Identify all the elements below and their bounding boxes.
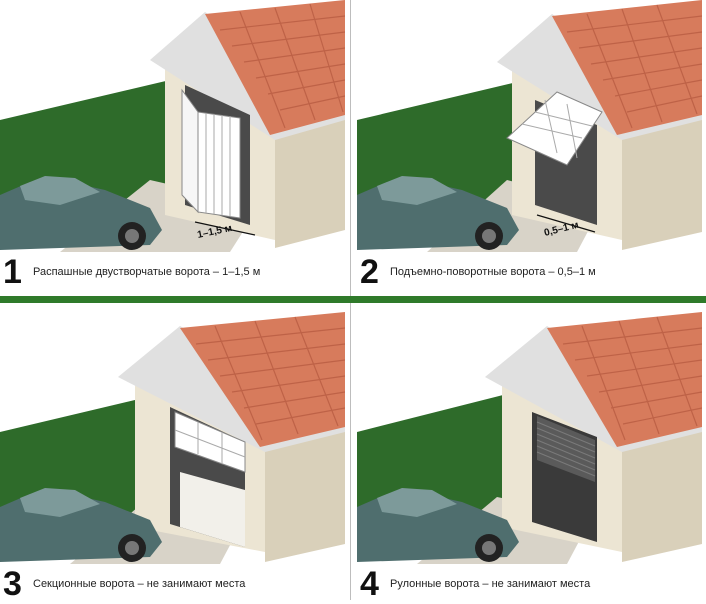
dimension-line [194, 221, 256, 236]
caption-sectional-gate: 3 Секционные ворота – не занимают места [3, 564, 245, 604]
garage-illustration-swing: 1–1,5 м [0, 0, 345, 252]
caption-roller-gate: 4 Рулонные ворота – не занимают места [360, 564, 590, 604]
panel-caption: Рулонные ворота – не занимают места [390, 578, 591, 590]
car [0, 176, 162, 250]
panel-up-and-over-gate: 0,5–1 м [357, 0, 702, 252]
panel-number: 1 [3, 253, 22, 291]
swing-double-gate-icon [197, 111, 241, 219]
garage-illustration-roller [357, 312, 702, 564]
panel-sectional-gate [0, 312, 345, 564]
roof [552, 0, 702, 135]
car [0, 488, 162, 562]
up-and-over-gate-icon [506, 91, 603, 166]
garage-side-wall [265, 430, 345, 562]
panel-number: 3 [3, 565, 22, 603]
dimension-line [536, 214, 596, 233]
garage-side-wall [275, 118, 345, 248]
roof [180, 312, 345, 447]
panel-caption: Подъемно-поворотные ворота – 0,5–1 м [390, 266, 596, 278]
caption-swing-gate: 1 Распашные двустворчатые ворота – 1–1,5… [3, 252, 260, 292]
car [357, 488, 519, 562]
roof [547, 312, 702, 447]
panel-swing-gate: 1–1,5 м [0, 0, 345, 252]
caption-up-and-over-gate: 2 Подъемно-поворотные ворота – 0,5–1 м [360, 252, 596, 292]
horizontal-divider-band [0, 296, 706, 303]
garage-side-wall [622, 430, 702, 562]
car [357, 176, 519, 250]
panel-caption: Секционные ворота – не занимают места [33, 578, 246, 590]
panel-caption: Распашные двустворчатые ворота – 1–1,5 м [33, 266, 261, 278]
garage-illustration-sectional [0, 312, 345, 564]
garage-illustration-up-and-over: 0,5–1 м [357, 0, 702, 252]
roller-shutter-gate-icon [537, 416, 595, 482]
panel-number: 2 [360, 253, 379, 291]
panel-number: 4 [360, 565, 379, 603]
roof [205, 0, 345, 135]
garage-side-wall [622, 118, 702, 250]
panel-roller-gate [357, 312, 702, 564]
